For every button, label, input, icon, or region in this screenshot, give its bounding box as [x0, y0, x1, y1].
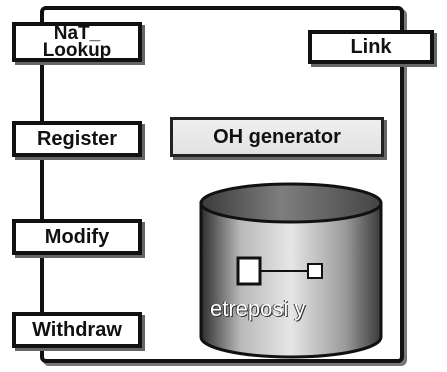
- withdraw-label: Withdraw: [32, 319, 122, 342]
- register-box[interactable]: Register: [12, 121, 142, 157]
- oh-generator-label: OH generator: [213, 126, 341, 149]
- link-box[interactable]: Link: [308, 30, 434, 64]
- modify-label: Modify: [45, 226, 109, 249]
- oh-generator-box[interactable]: OH generator: [170, 117, 384, 157]
- repository-cylinder: [196, 181, 386, 361]
- repository-label: etreposi y: [210, 296, 305, 322]
- nat-lookup-label-line2: Lookup: [43, 42, 112, 59]
- repo-node-small: [308, 264, 322, 278]
- modify-box[interactable]: Modify: [12, 219, 142, 255]
- nat-lookup-box[interactable]: NaT_ Lookup: [12, 22, 142, 62]
- link-label: Link: [350, 36, 391, 59]
- repository-top: [201, 184, 381, 222]
- register-label: Register: [37, 128, 117, 151]
- repository-body: [201, 203, 381, 357]
- withdraw-box[interactable]: Withdraw: [12, 312, 142, 348]
- repo-node-large: [238, 258, 260, 284]
